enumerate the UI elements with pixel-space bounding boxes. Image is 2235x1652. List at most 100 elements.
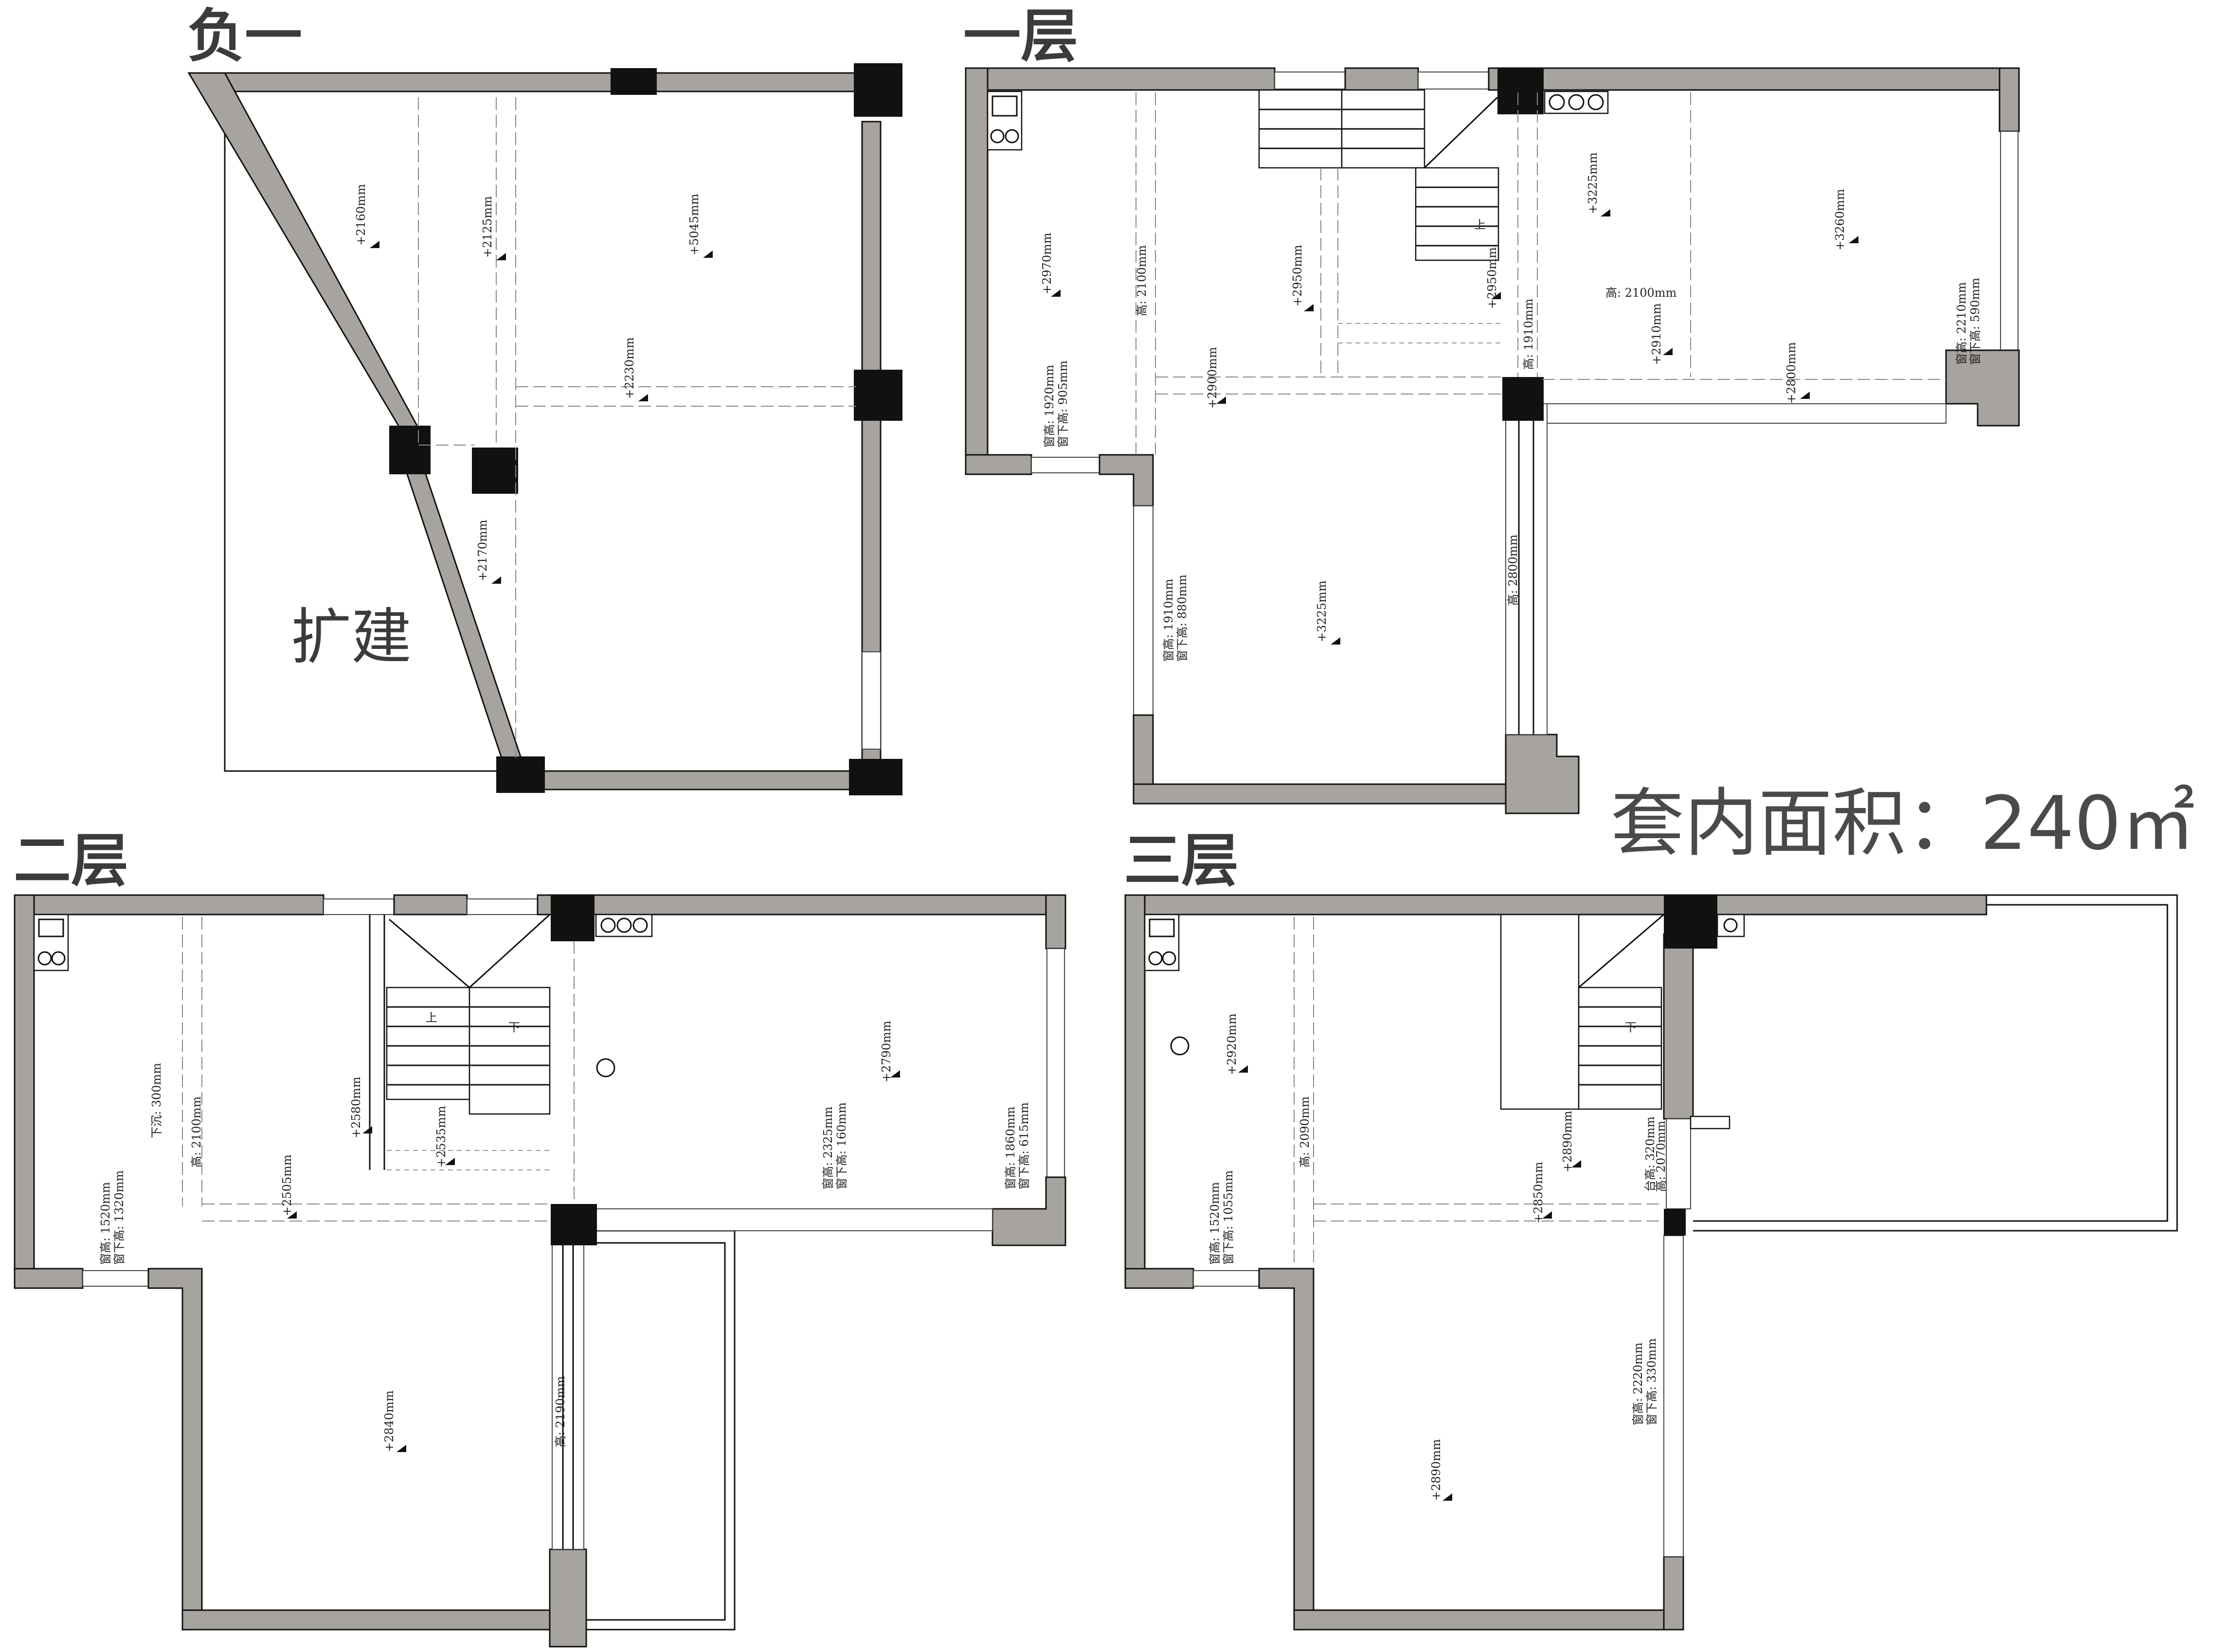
f1-wall-corner <box>1099 454 1154 507</box>
svg-text:+2170mm: +2170mm <box>476 520 489 581</box>
b1-column <box>472 448 518 494</box>
f1-note: 高: 1910mm <box>1522 298 1535 370</box>
svg-text:下: 下 <box>1625 1021 1637 1034</box>
height-mark: +3225mm <box>1586 152 1610 216</box>
f1-bottom-wall <box>1133 783 1514 805</box>
b1-bottom-wall <box>505 770 867 790</box>
f3-note: 窗下高: 1055mm <box>1222 1170 1235 1265</box>
height-mark: +2505mm <box>280 1154 297 1219</box>
b1-column <box>496 756 545 793</box>
b1-right-window <box>862 651 881 750</box>
f2-top-wall <box>393 894 468 916</box>
floor-3-title: 三层 <box>1124 827 1239 894</box>
f1-note: 窗高: 1920mm <box>1043 364 1056 448</box>
svg-text:+2920mm: +2920mm <box>1225 1013 1239 1075</box>
f3-sink-icon <box>1144 914 1180 971</box>
svg-text:+2580mm: +2580mm <box>349 1077 363 1138</box>
f2-stove-icon <box>595 914 653 937</box>
f1-top-window <box>1274 72 1346 90</box>
f1-window <box>1547 403 1947 424</box>
svg-text:+2535mm: +2535mm <box>434 1106 448 1167</box>
f1-note: 高: 2100mm <box>1135 245 1149 316</box>
f1-window <box>1031 457 1100 473</box>
svg-text:+2950mm: +2950mm <box>1291 245 1304 306</box>
f3-note: 窗高: 1520mm <box>1208 1182 1222 1265</box>
f3-stairs: 下 <box>1500 914 1664 1110</box>
svg-text:+2230mm: +2230mm <box>623 337 636 399</box>
f1-left-wall <box>965 67 989 475</box>
svg-text:+2950mm: +2950mm <box>1485 247 1499 309</box>
f1-left-bottom-wall <box>965 454 1032 475</box>
f2-wall <box>991 1176 1066 1246</box>
f3-wall <box>1663 1556 1684 1631</box>
f3-window <box>1193 1270 1260 1287</box>
height-mark: +2950mm <box>1485 247 1501 309</box>
height-mark: +2580mm <box>349 1077 372 1138</box>
f2-note: 下沉: 300mm <box>150 1063 163 1138</box>
height-mark: +2170mm <box>476 520 501 584</box>
f1-top-wall <box>965 67 1276 91</box>
height-mark: +2900mm <box>1206 347 1226 409</box>
extension-outline <box>224 80 506 772</box>
svg-text:+2890mm: +2890mm <box>1561 1111 1574 1172</box>
f3-note: 台高: 320mm <box>1643 1116 1657 1192</box>
f2-note: 窗高: 2325mm <box>821 1106 835 1189</box>
f2-sink-icon <box>33 914 69 971</box>
f2-left-wall <box>14 894 35 1285</box>
svg-text:+3260mm: +3260mm <box>1833 189 1847 251</box>
f2-wall <box>14 1268 84 1289</box>
f3-terrace-outline <box>1693 894 2178 1232</box>
svg-text:上: 上 <box>1474 218 1486 232</box>
f1-column <box>1502 377 1544 421</box>
f1-note: 高: 2800mm <box>1506 534 1520 606</box>
svg-text:+2125mm: +2125mm <box>481 196 494 258</box>
f2-column <box>551 895 595 941</box>
area-summary: 套内面积：240㎡ <box>1610 780 2195 866</box>
f1-right-wall <box>1999 67 2020 132</box>
f2-bottom-wall <box>181 1609 553 1631</box>
f3-note: 窗高: 2220mm <box>1631 1342 1645 1425</box>
f2-wall <box>147 1268 203 1611</box>
f2-window <box>467 898 538 915</box>
f1-window <box>1133 505 1154 716</box>
f3-light-icon <box>1170 1036 1190 1056</box>
f1-note: 窗下高: 905mm <box>1056 360 1070 448</box>
f3-door-leaf <box>1690 1115 1730 1130</box>
f1-right-window <box>2000 131 2019 351</box>
f3-window <box>1663 1235 1684 1557</box>
f3-left-wall <box>1124 894 1146 1285</box>
f1-wall-corner <box>1505 734 1580 814</box>
f2-light-icon <box>596 1058 615 1077</box>
f3-wall <box>1663 933 1694 1120</box>
svg-text:+2970mm: +2970mm <box>1040 233 1054 294</box>
f3-wall <box>1124 1268 1194 1289</box>
svg-text:+2900mm: +2900mm <box>1206 347 1219 409</box>
height-mark: +2890mm <box>1561 1111 1581 1172</box>
f2-note: 窗下高: 1320mm <box>112 1170 126 1265</box>
f2-window <box>1046 948 1065 1178</box>
height-mark: +2125mm <box>481 196 506 260</box>
f3-note: 高: 2070mm <box>1654 1120 1668 1192</box>
b1-column <box>854 370 902 421</box>
f2-top-wall <box>537 894 1066 916</box>
height-mark: +2890mm <box>1429 1439 1452 1501</box>
height-mark: +2840mm <box>382 1390 406 1452</box>
f1-sink-icon <box>987 90 1023 151</box>
floor-3: 三层 下 <box>1124 827 2178 1631</box>
f3-wall <box>1258 1268 1315 1611</box>
svg-text:+3225mm: +3225mm <box>1315 580 1329 642</box>
svg-text:上: 上 <box>426 1011 437 1024</box>
height-mark: +3260mm <box>1833 189 1858 251</box>
f3-fixture-icon <box>1716 914 1745 937</box>
f2-note: 窗下高: 160mm <box>835 1102 848 1189</box>
f1-column <box>1497 68 1544 114</box>
f1-top-wall <box>1488 67 2020 91</box>
svg-text:+2890mm: +2890mm <box>1429 1439 1443 1501</box>
f1-note: 高: 2100mm <box>1605 286 1677 300</box>
f2-window <box>323 898 395 915</box>
b1-top-wall <box>224 72 858 92</box>
extension-label: 扩建 <box>291 602 412 672</box>
f2-window <box>595 1208 993 1231</box>
height-mark: +2950mm <box>1291 245 1314 311</box>
f2-stairs: 上 下 <box>369 914 551 1170</box>
